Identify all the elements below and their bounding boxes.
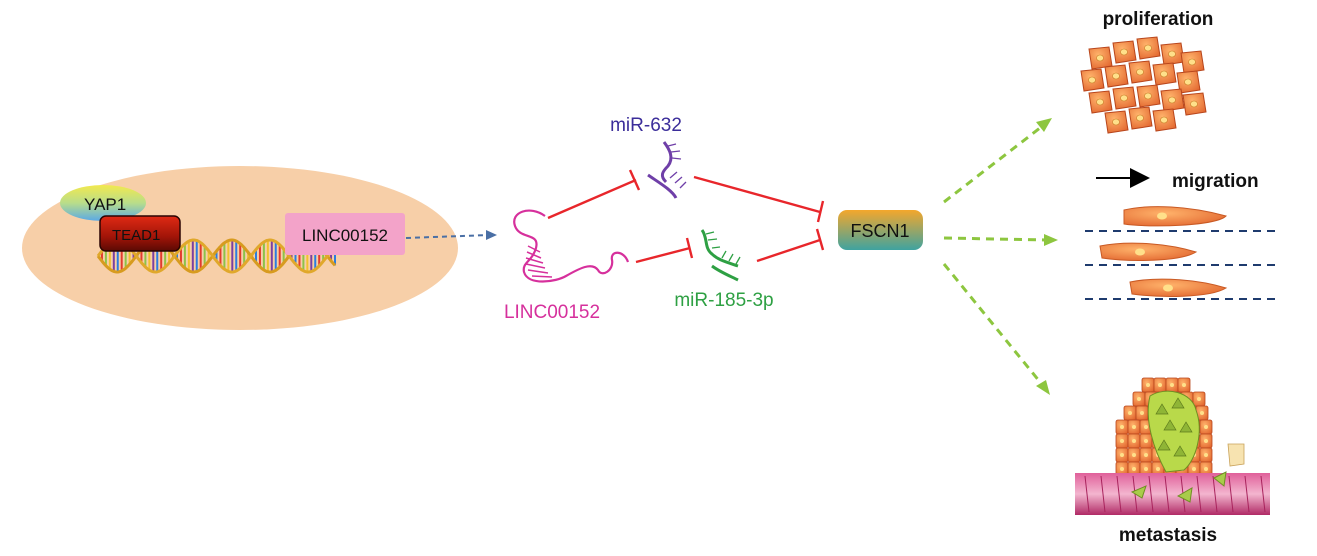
cell-nucleus: [1168, 50, 1176, 58]
tumor-cell-nucleus: [1156, 467, 1160, 471]
mir185-ticks: [705, 231, 741, 265]
tumor-cell-nucleus: [1204, 453, 1208, 457]
tumor-cell-nucleus: [1128, 411, 1132, 415]
tead1-protein: [99, 215, 181, 252]
linc00152-gene-label: LINC00152: [302, 226, 388, 245]
cell-nucleus: [1144, 92, 1152, 100]
proliferation-outcome: proliferation: [1080, 9, 1214, 134]
tumor-cell-nucleus: [1144, 467, 1148, 471]
mir185-label: miR-185-3p: [674, 290, 773, 311]
tumor-cell-nucleus: [1120, 439, 1124, 443]
nucleus: YAP1 TEAD1 LINC00152: [22, 166, 458, 330]
cell-nucleus: [1120, 48, 1128, 56]
migration-label: migration: [1172, 171, 1259, 192]
border-cell: [1227, 443, 1245, 467]
cell-nucleus: [1120, 94, 1128, 102]
activation-arrows: [942, 126, 1047, 383]
cell-nucleus: [1136, 68, 1144, 76]
mir-185-3p: miR-185-3p: [674, 229, 774, 311]
cell-cluster: [1080, 36, 1207, 134]
cell-nucleus: [1184, 78, 1192, 86]
tumor-cell-nucleus: [1197, 397, 1201, 401]
tumor-cell-nucleus: [1204, 439, 1208, 443]
inhibit-mir632-fscn1: [693, 175, 825, 223]
tumor-cell-nucleus: [1132, 439, 1136, 443]
proliferation-label: proliferation: [1103, 9, 1214, 30]
fscn1-label: FSCN1: [850, 221, 909, 241]
tumor-cell-nucleus: [1204, 467, 1208, 471]
yap1-label: YAP1: [84, 195, 126, 214]
tumor-cell-nucleus: [1144, 439, 1148, 443]
mir-632: miR-632: [610, 115, 687, 199]
cell-nucleus: [1190, 100, 1198, 108]
fscn1-node: FSCN1: [838, 210, 923, 250]
linc00152-gene-box: [285, 213, 405, 255]
cell-nucleus: [1096, 54, 1104, 62]
invading-cell: [1155, 403, 1169, 415]
migration-outcome: migration: [1085, 168, 1275, 300]
cell-nucleus: [1168, 96, 1176, 104]
invading-cell: [1163, 419, 1177, 431]
cell-nucleus: [1144, 44, 1152, 52]
tumor-cell-nucleus: [1137, 397, 1141, 401]
cell-nucleus: [1160, 70, 1168, 78]
metastasis-label: metastasis: [1119, 525, 1217, 546]
mir185-strand: [700, 229, 739, 282]
tumor-cell-nucleus: [1158, 383, 1162, 387]
cell-nucleus: [1112, 72, 1120, 80]
tumor-cell-nucleus: [1182, 383, 1186, 387]
invading-cell: [1171, 397, 1185, 409]
tumor-cell-nucleus: [1140, 411, 1144, 415]
mir632-strand: [647, 141, 678, 199]
arrow-to-migration: [943, 236, 1047, 242]
fscn1-box: [838, 210, 923, 250]
arrow-to-metastasis: [942, 263, 1042, 383]
migrating-cells: [1099, 206, 1228, 297]
lnc-hairpin-ticks: [525, 245, 553, 278]
activation-arrowheads: [1036, 118, 1058, 395]
cell-nucleus: [1112, 118, 1120, 126]
cell-nucleus: [1088, 76, 1096, 84]
tumor-cell-nucleus: [1144, 425, 1148, 429]
inhibit-mir185-fscn1: [756, 228, 825, 263]
tumor-cell-nucleus: [1120, 425, 1124, 429]
metastasis-outcome: metastasis: [1075, 377, 1270, 546]
tumor-cell-nucleus: [1132, 453, 1136, 457]
tumor-cell-nucleus: [1192, 467, 1196, 471]
linc00152-rna: LINC00152: [504, 209, 630, 323]
tumor-cell-nucleus: [1144, 453, 1148, 457]
cell-nucleus: [1160, 116, 1168, 124]
lnc-strand: [513, 209, 630, 283]
tumor-cell-nucleus: [1132, 467, 1136, 471]
tumor-cell-nucleus: [1120, 453, 1124, 457]
dna-strand-b: [96, 238, 337, 274]
tumor-cell-nucleus: [1200, 411, 1204, 415]
cell-nucleus: [1188, 58, 1196, 66]
invading-cell: [1173, 445, 1187, 457]
invading-cell: [1179, 421, 1193, 433]
tumor-cell-nucleus: [1204, 425, 1208, 429]
mir632-ticks: [667, 143, 687, 189]
intravasating-cells: [1130, 471, 1227, 503]
tumor-cell-nucleus: [1170, 383, 1174, 387]
blood-vessel: [1075, 473, 1270, 515]
invading-cell: [1157, 439, 1171, 451]
migration-tracks: [1085, 230, 1275, 300]
inhibit-lnc-mir185: [635, 237, 694, 264]
inhibit-lnc-mir632: [547, 169, 641, 220]
cell-nucleus: [1136, 114, 1144, 122]
tumor-cell-nucleus: [1120, 467, 1124, 471]
arrow-to-proliferation: [943, 126, 1041, 204]
tumor-cell-nucleus: [1132, 425, 1136, 429]
cell-nucleus: [1096, 98, 1104, 106]
tumor-mound: [1115, 377, 1245, 477]
mir632-label: miR-632: [610, 115, 682, 136]
tumor-cell-nucleus: [1146, 383, 1150, 387]
yap1-protein: [60, 185, 146, 221]
tead1-label: TEAD1: [112, 227, 160, 244]
transcription-arrow: [405, 230, 497, 240]
linc00152-rna-label: LINC00152: [504, 302, 600, 323]
